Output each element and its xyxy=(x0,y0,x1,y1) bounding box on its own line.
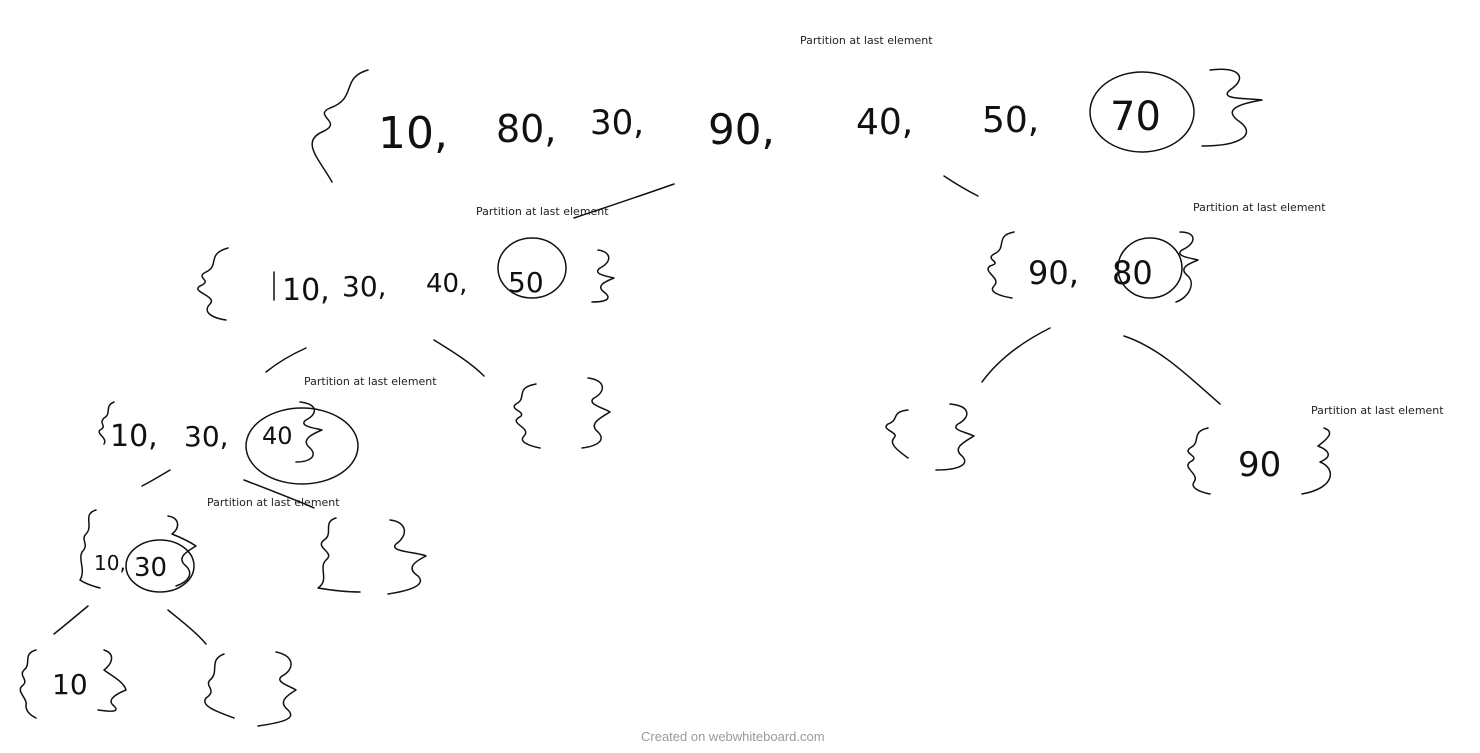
right-left-open-brace xyxy=(885,409,909,459)
branch-right-left xyxy=(981,327,1051,383)
left-right-close-brace xyxy=(581,377,611,449)
root-value-1: 10, xyxy=(378,108,448,159)
branch-lll-left xyxy=(53,605,89,635)
root-value-5: 40, xyxy=(856,102,913,143)
left-left-open-brace xyxy=(98,401,115,445)
root-value-2: 80, xyxy=(496,107,556,151)
left-open-brace xyxy=(197,247,229,321)
branch-right-right xyxy=(1123,335,1221,405)
right-pivot-circle xyxy=(1117,237,1183,299)
annotation-left-left: Partition at last element xyxy=(304,375,437,388)
left-value-3: 40, xyxy=(426,269,467,299)
footer-credit: Created on webwhiteboard.com xyxy=(641,729,825,744)
branch-left-left-right xyxy=(243,479,315,509)
right-close-brace xyxy=(1175,231,1199,303)
lll-pivot-value: 30 xyxy=(134,553,167,583)
leaf-10-open-brace xyxy=(19,649,37,719)
right-right-set: 90 xyxy=(1187,427,1332,495)
left-left-pivot-value: 40 xyxy=(262,422,293,450)
lll-open-brace xyxy=(79,509,101,589)
right-pivot-value: 80 xyxy=(1112,254,1153,292)
left-left-set: 10, 30, 40 xyxy=(98,401,359,485)
right-right-close-brace xyxy=(1301,427,1332,495)
lllr-open-brace xyxy=(204,653,235,719)
leaf-10-set: 10 xyxy=(19,649,127,719)
left-left-left-set: 10, 30 xyxy=(79,509,197,593)
branch-lll-right xyxy=(167,609,207,645)
right-set: 90, 80 xyxy=(987,231,1199,303)
left-right-empty-set xyxy=(513,377,611,449)
left-left-close-brace xyxy=(295,401,323,463)
root-pivot-value: 70 xyxy=(1110,94,1161,140)
left-pivot-circle xyxy=(497,237,567,299)
left-left-value-1: 10, xyxy=(110,419,158,454)
root-open-brace xyxy=(311,69,369,183)
left-pivot-value: 50 xyxy=(508,266,544,299)
left-right-open-brace xyxy=(513,383,541,449)
root-close-brace xyxy=(1201,68,1263,147)
right-open-brace xyxy=(987,231,1015,299)
right-left-empty-set xyxy=(885,403,975,471)
root-set: 10, 80, 30, 90, 40, 50, 70 xyxy=(311,68,1263,183)
annotation-root: Partition at last element xyxy=(800,34,933,47)
llr-open-brace xyxy=(317,517,361,593)
right-right-value: 90 xyxy=(1238,445,1281,485)
left-left-right-empty-set xyxy=(317,517,427,595)
llr-close-brace xyxy=(387,519,427,595)
branch-root-right xyxy=(943,175,979,197)
left-left-pivot-circle xyxy=(245,407,359,485)
left-close-brace xyxy=(591,249,615,303)
branch-left-right xyxy=(433,339,485,377)
left-value-2: 30, xyxy=(342,270,387,303)
left-left-value-2: 30, xyxy=(184,420,229,453)
root-pivot-circle xyxy=(1089,71,1195,153)
branch-root-left xyxy=(573,183,675,219)
lll-right-empty-set xyxy=(204,651,297,727)
annotation-left-left-left: Partition at last element xyxy=(207,496,340,509)
annotation-right-right: Partition at last element xyxy=(1311,404,1444,417)
root-value-4: 90, xyxy=(708,105,775,154)
right-left-close-brace xyxy=(935,403,975,471)
root-value-6: 50, xyxy=(982,100,1039,141)
branch-left-left xyxy=(265,347,307,373)
lll-value-1: 10, xyxy=(94,551,126,575)
lll-close-brace xyxy=(167,515,197,587)
annotation-right: Partition at last element xyxy=(1193,201,1326,214)
root-value-3: 30, xyxy=(590,103,644,143)
annotation-left: Partition at last element xyxy=(476,205,609,218)
leaf-10-value: 10 xyxy=(52,668,88,701)
left-value-1: 10, xyxy=(282,273,330,308)
branch-left-left-left xyxy=(141,469,171,487)
right-right-open-brace xyxy=(1187,427,1211,495)
right-value-1: 90, xyxy=(1028,254,1079,292)
left-set: 10, 30, 40, 50 xyxy=(197,237,615,321)
lll-pivot-circle xyxy=(125,539,195,593)
lllr-close-brace xyxy=(257,651,297,727)
leaf-10-close-brace xyxy=(97,649,127,712)
